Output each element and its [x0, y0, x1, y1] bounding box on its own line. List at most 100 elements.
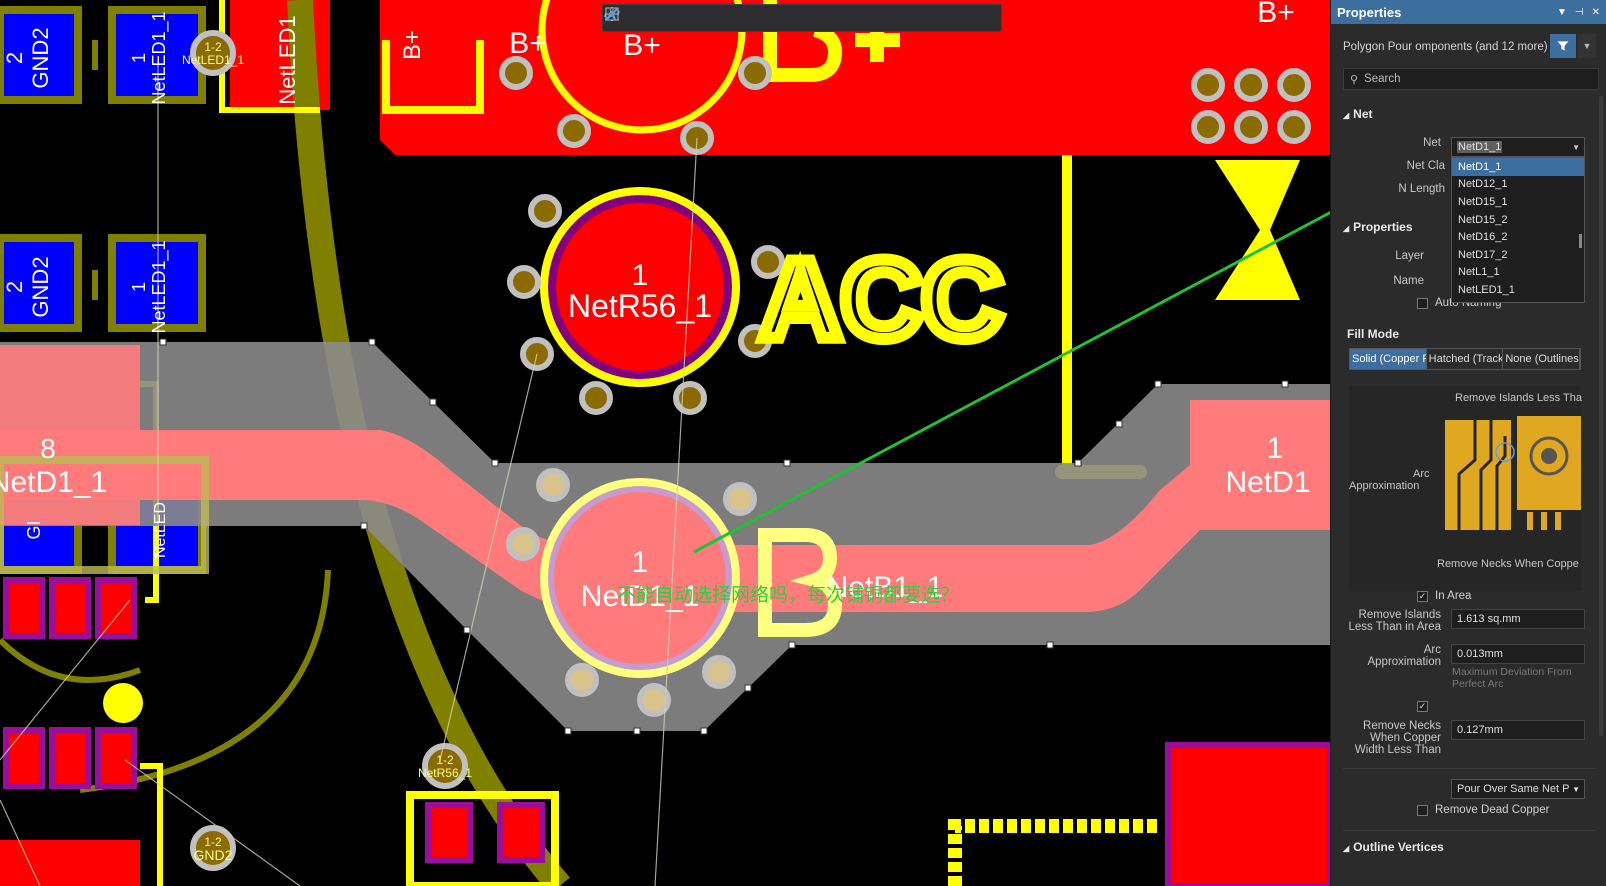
illus-arc: Arc [1413, 468, 1430, 480]
fill-mode-hatched[interactable]: Hatched (Track [1427, 349, 1504, 369]
net-option[interactable]: NetD17_2 [1458, 248, 1508, 261]
filter-button[interactable] [1550, 34, 1576, 58]
svg-text:NetD1_1: NetD1_1 [0, 466, 107, 499]
polygon-icon[interactable] [605, 7, 891, 29]
net-option[interactable]: NetD12_1 [1458, 178, 1508, 191]
fill-mode-selector: Solid (Copper F Hatched (Track None (Out… [1349, 348, 1581, 370]
outline-vertices-header[interactable]: ◢Outline Vertices [1343, 840, 1444, 854]
search-icon: ⚲ [1350, 73, 1359, 86]
svg-text:NetLED1_1: NetLED1_1 [182, 53, 244, 67]
remove-islands-input[interactable]: 1.613 sq.mm [1451, 609, 1585, 629]
cross-icon[interactable] [605, 7, 683, 29]
user-annotation: 不能自动选择网络吗，每次铺铜都要选？ [617, 584, 960, 606]
remove-necks-input[interactable]: 0.127mm [1451, 720, 1585, 740]
copper-illustration-icon [1445, 416, 1581, 530]
silk-arc-small [79, 569, 331, 793]
line-icon[interactable] [605, 7, 969, 29]
net-option[interactable]: NetD15_1 [1458, 195, 1508, 208]
net-select[interactable]: NetD1_1 ▼ [1451, 137, 1585, 157]
svg-text:1: 1 [632, 546, 649, 579]
svg-text:10: 10 [609, 9, 615, 15]
led-pad [0, 234, 82, 332]
pad-label: GND2 [28, 27, 53, 88]
remove-dead-copper-label: Remove Dead Copper [1435, 804, 1550, 816]
filter-dropdown-button[interactable]: ▼ [1578, 34, 1596, 58]
annotation-arrow [693, 210, 1330, 554]
panel-menu-icon[interactable]: ▼ [1556, 6, 1567, 18]
svg-text:GND2: GND2 [194, 847, 233, 863]
collapse-icon: ◢ [1343, 111, 1350, 120]
collapse-icon: ◢ [1343, 224, 1350, 233]
dropdown-scrollbar[interactable] [1579, 234, 1582, 248]
chevron-down-icon: ▼ [1572, 784, 1580, 794]
net-option[interactable]: NetLED1_1 [1458, 283, 1515, 296]
select-rect-icon[interactable] [605, 7, 709, 29]
illus-remove-islands: Remove Islands Less Tha [1455, 392, 1582, 404]
net-length-label: N Length [1398, 183, 1445, 195]
remove-necks-checkbox[interactable]: ✓ [1417, 701, 1428, 712]
panel-title-bar: Properties ▼ ⊣ ✕ [1331, 0, 1606, 24]
net-section-header[interactable]: ◢Net [1343, 107, 1373, 121]
pin-icon[interactable]: ⊣ [1574, 6, 1584, 18]
net-option[interactable]: NetD15_2 [1458, 213, 1508, 226]
text-icon[interactable]: A [606, 7, 943, 29]
route-icon[interactable] [606, 7, 657, 29]
svg-text:NetB1_1: NetB1_1 [827, 571, 944, 604]
via-icon[interactable] [608, 7, 839, 29]
svg-text:1-2: 1-2 [204, 40, 222, 54]
fill-mode-none[interactable]: None (Outlines [1503, 349, 1581, 369]
pcb-canvas[interactable]: GND2 2 NetLED1_1 1 GND2 2 NetLED1_1 1 Ne… [0, 0, 1330, 886]
svg-text:1: 1 [129, 53, 149, 63]
svg-text:NetD1_1: NetD1_1 [581, 580, 699, 613]
top-copper-region [380, 0, 1330, 155]
svg-text:NetR56_1: NetR56_1 [568, 288, 712, 324]
pour-over-select[interactable]: Pour Over Same Net P ▼ [1451, 779, 1585, 799]
pour-over-value: Pour Over Same Net P [1457, 783, 1570, 795]
svg-text:1: 1 [1267, 432, 1284, 465]
arc-approx-input[interactable]: 0.013mm [1451, 644, 1585, 664]
svg-text:NetLED1_1: NetLED1_1 [149, 240, 170, 333]
properties-panel: Properties ▼ ⊣ ✕ Polygon Pour omponents (a… [1330, 0, 1606, 886]
svg-text:GND2: GND2 [28, 256, 53, 317]
filter-icon [1557, 41, 1569, 51]
diff-pair-icon[interactable] [604, 7, 813, 29]
fill-icon[interactable] [606, 7, 865, 29]
auto-naming-checkbox[interactable] [1417, 298, 1428, 309]
vias-light [506, 468, 757, 717]
filter-row: Polygon Pour omponents (and 12 more) ▼ [1331, 34, 1606, 60]
illus-remove-necks: Remove Necks When Coppe [1437, 558, 1579, 570]
svg-text:NetLED1_1: NetLED1_1 [149, 11, 170, 104]
net-select-value: NetD1_1 [1457, 141, 1503, 153]
copper-trace [0, 430, 1330, 612]
interactive-route-icon[interactable] [605, 7, 787, 29]
align-icon[interactable] [605, 7, 735, 29]
svg-text:B+: B+ [623, 29, 661, 62]
fill-mode-illustration: Remove Islands Less Tha Arc Approximatio… [1349, 386, 1582, 591]
net-option[interactable]: NetL1_1 [1458, 266, 1500, 279]
close-icon[interactable]: ✕ [1591, 6, 1600, 18]
remove-dead-copper-checkbox[interactable] [1417, 805, 1428, 816]
divider [1343, 768, 1596, 769]
in-area-checkbox[interactable]: ✓ [1417, 591, 1428, 602]
net-option[interactable]: NetD16_2 [1458, 231, 1508, 244]
net-option[interactable]: NetD1_1 [1452, 158, 1584, 176]
layer-label: Layer [1395, 250, 1424, 262]
panel-scrollbar[interactable] [1599, 96, 1603, 736]
net-dropdown-list: NetD1_1 NetD12_1 NetD15_1 NetD15_2 NetD1… [1451, 157, 1585, 303]
panel-title: Properties [1337, 4, 1402, 20]
svg-text:ACC: ACC [760, 237, 1003, 362]
chevron-down-icon: ▼ [1572, 142, 1580, 152]
fill-mode-solid[interactable]: Solid (Copper F [1350, 349, 1427, 369]
svg-text:1: 1 [632, 259, 649, 292]
bottom-left-pads [0, 577, 140, 886]
component-icon[interactable] [607, 7, 761, 29]
search-input[interactable]: ⚲ Search [1343, 68, 1599, 90]
pcb-drawing[interactable]: GND2 2 NetLED1_1 1 GND2 2 NetLED1_1 1 Ne… [0, 0, 1330, 886]
vertex-handles [159, 338, 1289, 735]
properties-section-header[interactable]: ◢Properties [1343, 220, 1413, 234]
dimension-icon[interactable]: 10 [605, 7, 917, 29]
